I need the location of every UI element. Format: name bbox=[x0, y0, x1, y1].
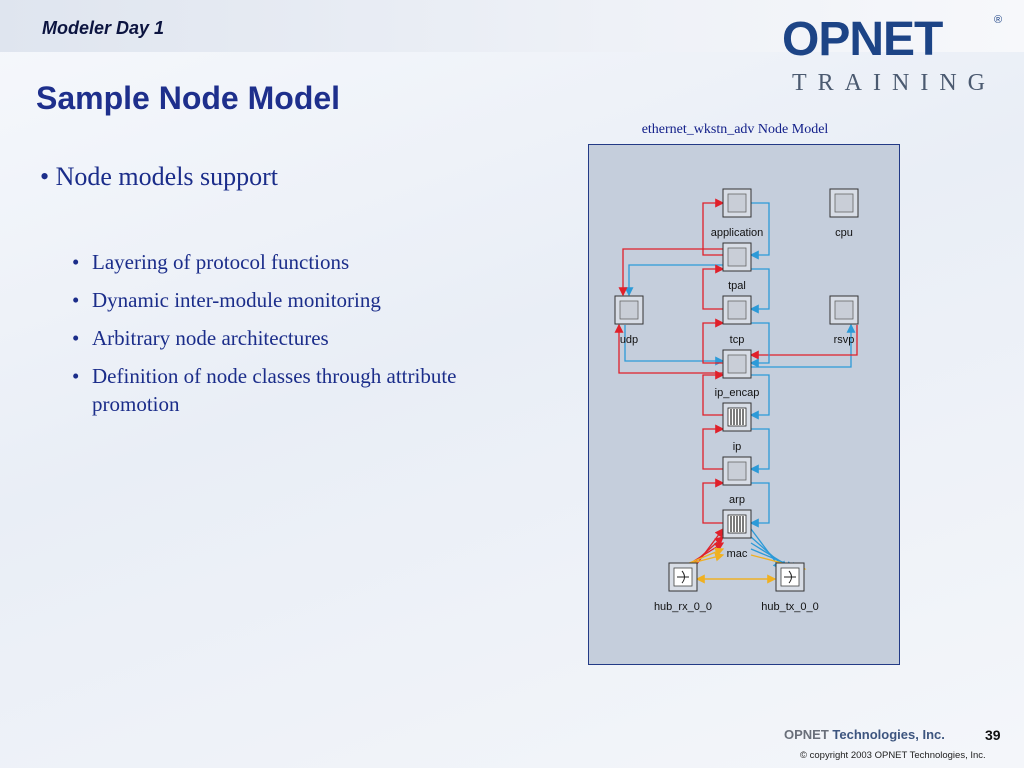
module-label: hub_tx_0_0 bbox=[761, 601, 819, 613]
sub-bullet-list: •Layering of protocol functions •Dynamic… bbox=[72, 248, 472, 428]
module-label: cpu bbox=[835, 227, 853, 239]
module-tcp: tcp bbox=[722, 295, 752, 346]
module-label: application bbox=[711, 227, 764, 239]
registered-mark: ® bbox=[994, 14, 1003, 26]
module-hub-tx: hub_tx_0_0 bbox=[761, 562, 819, 613]
page-number: 39 bbox=[985, 727, 1001, 743]
opnet-training-logo: OPNET ® TRAINING bbox=[782, 12, 1002, 96]
module-label: arp bbox=[729, 494, 745, 506]
module-ip-encap: ip_encap bbox=[715, 349, 760, 399]
slide-title: Sample Node Model bbox=[36, 80, 341, 116]
main-bullet-text: Node models support bbox=[55, 162, 279, 191]
module-ip: ip bbox=[722, 402, 752, 453]
module-label: ip_encap bbox=[715, 387, 760, 399]
footer-brand-opnet: OPNET bbox=[784, 727, 829, 742]
module-rsvp: rsvp bbox=[829, 295, 859, 346]
module-label: hub_rx_0_0 bbox=[654, 601, 712, 613]
node-model-diagram: application cpu tpal udp tcp rsvp bbox=[588, 144, 900, 665]
bullet-dot: • bbox=[40, 162, 50, 191]
module-label: ip bbox=[733, 441, 742, 453]
module-hub-rx: hub_rx_0_0 bbox=[654, 562, 712, 613]
header-bar bbox=[0, 0, 1024, 52]
module-label: udp bbox=[620, 334, 638, 346]
footer-brand-rest: Technologies, Inc. bbox=[832, 727, 945, 742]
module-label: mac bbox=[727, 548, 748, 560]
list-item: •Arbitrary node architectures bbox=[72, 326, 329, 350]
module-cpu: cpu bbox=[829, 188, 859, 239]
course-title: Modeler Day 1 bbox=[42, 18, 165, 38]
module-application: application bbox=[711, 188, 764, 239]
logo-wordmark: OPNET bbox=[782, 13, 943, 66]
module-label: tcp bbox=[730, 334, 745, 346]
module-arp: arp bbox=[722, 456, 752, 506]
list-item: •Layering of protocol functions bbox=[72, 250, 350, 274]
copyright-text: © copyright 2003 OPNET Technologies, Inc… bbox=[800, 750, 986, 761]
module-udp: udp bbox=[614, 295, 644, 346]
module-label: rsvp bbox=[834, 334, 855, 346]
logo-training-text: TRAINING bbox=[792, 70, 996, 96]
list-item: •Dynamic inter-module monitoring bbox=[72, 288, 381, 312]
list-item: •Definition of node classes through attr… bbox=[72, 364, 457, 416]
diagram-caption: ethernet_wkstn_adv Node Model bbox=[641, 122, 829, 137]
footer-brand: OPNET Technologies, Inc. bbox=[784, 727, 945, 742]
main-bullet: • Node models support bbox=[40, 162, 278, 192]
module-mac: mac bbox=[722, 509, 752, 560]
module-tpal: tpal bbox=[722, 242, 752, 292]
module-label: tpal bbox=[728, 280, 746, 292]
